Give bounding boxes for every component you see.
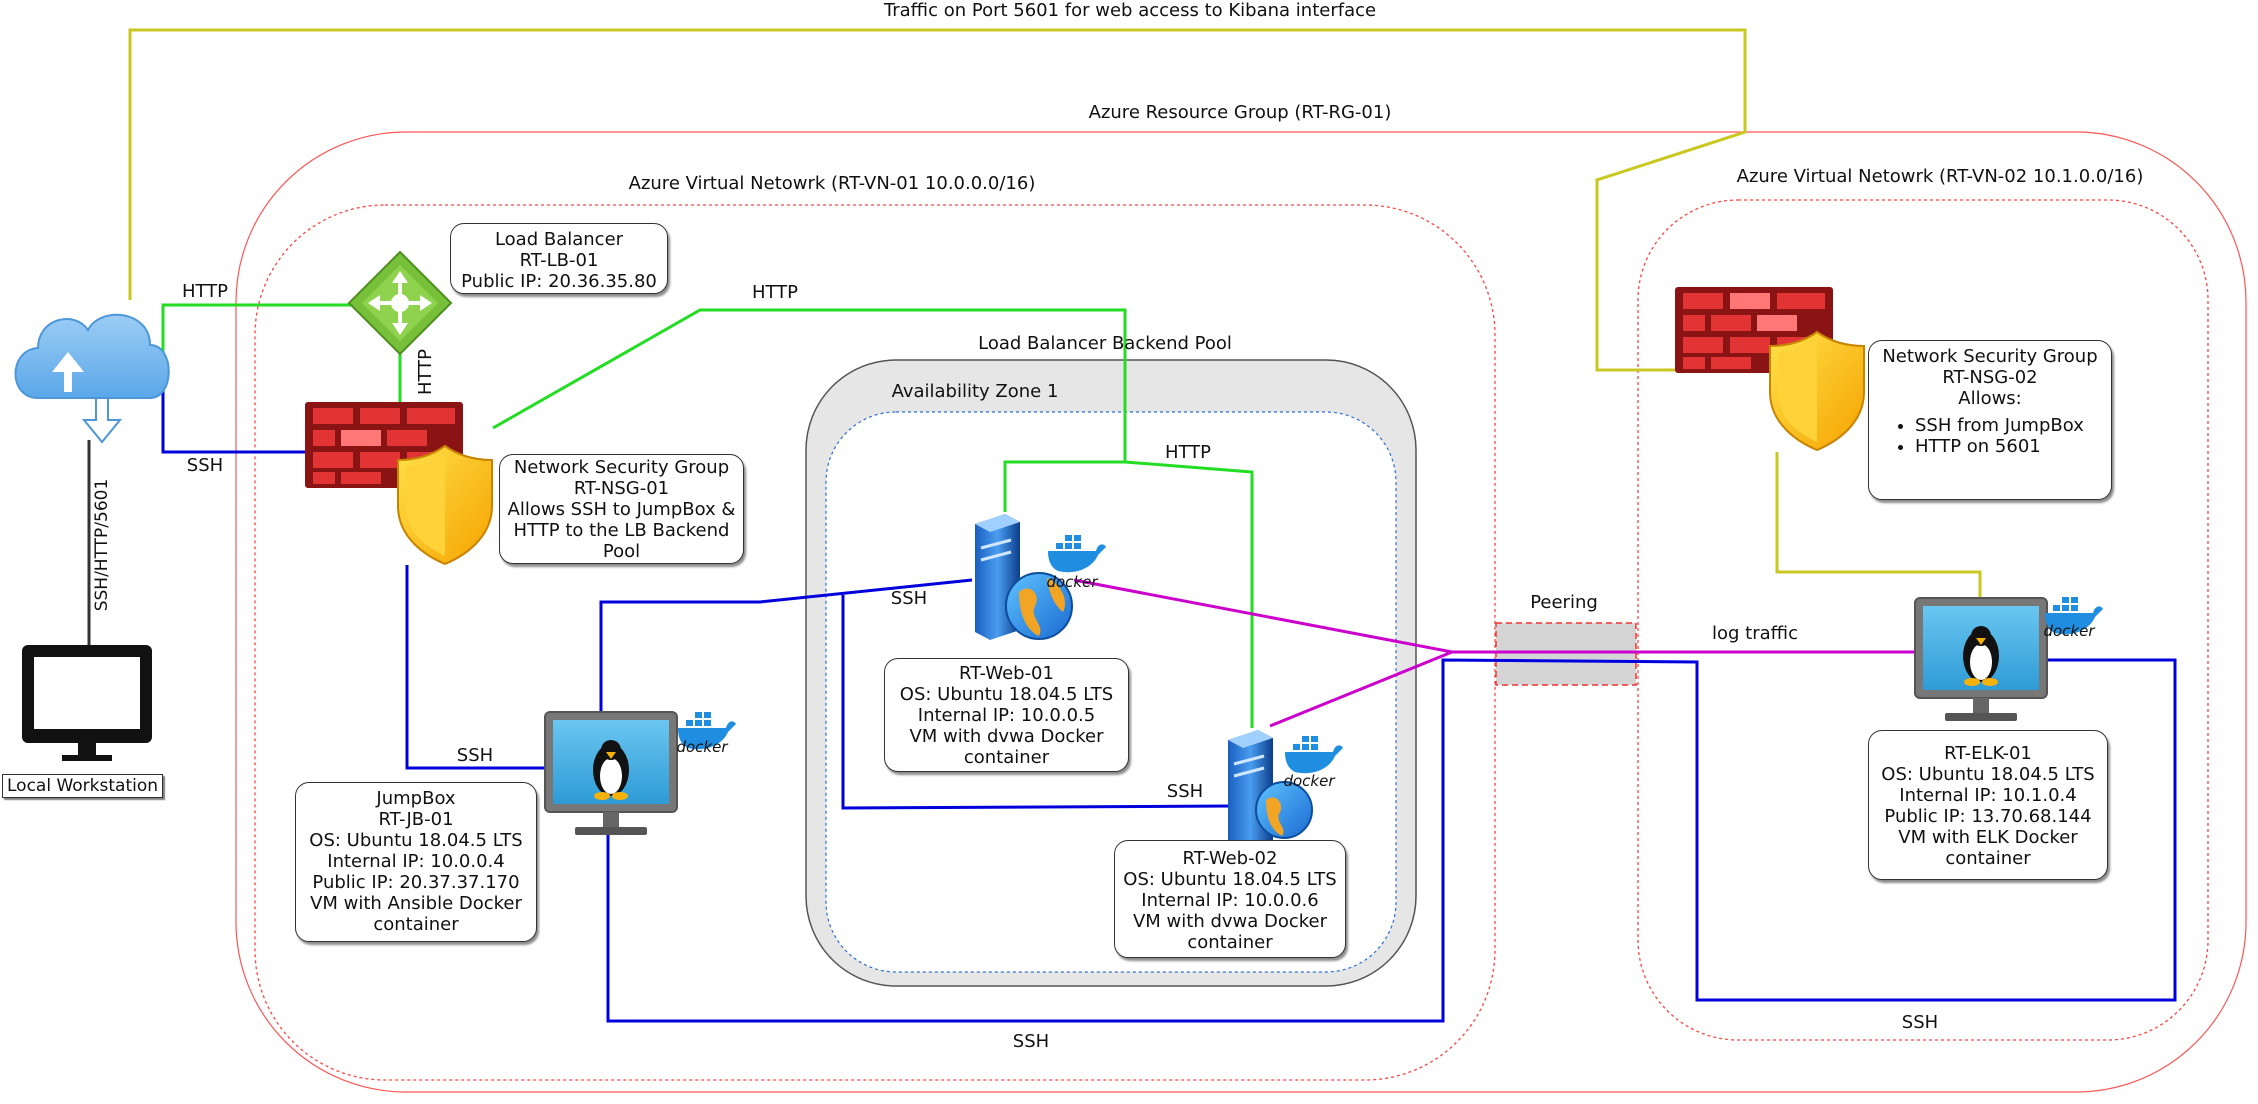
edge-label-http-cloud-lb: HTTP bbox=[182, 281, 228, 302]
vnet1-label: Azure Virtual Netowrk (RT-VN-01 10.0.0.0… bbox=[629, 173, 1036, 194]
kibana-traffic-line bbox=[128, 28, 1747, 372]
http-web2-line bbox=[1124, 460, 1254, 728]
monitor-icon-elk bbox=[1914, 597, 2048, 721]
cloud-icon bbox=[14, 313, 170, 444]
nsg2-rule: SSH from JumpBox bbox=[1915, 415, 2105, 436]
top-label: Traffic on Port 5601 for web access to K… bbox=[883, 0, 1376, 21]
docker-icon-web2: docker bbox=[1283, 736, 1343, 790]
docker-label-jumpbox: docker bbox=[676, 738, 728, 756]
server-icon-web2 bbox=[1228, 730, 1313, 856]
elk-info: RT-ELK-01 OS: Ubuntu 18.04.5 LTS Interna… bbox=[1868, 730, 2108, 880]
log-traffic-line-web2 bbox=[1269, 650, 1453, 728]
vnet2-boundary bbox=[1637, 199, 2209, 1041]
nsg2-elk-line bbox=[1775, 452, 1982, 600]
edge-label-ssh-jb-web1: SSH bbox=[891, 588, 927, 609]
ssh-cloud-nsg-line bbox=[161, 380, 305, 454]
ssh-jb-web1-line bbox=[599, 578, 973, 715]
vnet2-label: Azure Virtual Netowrk (RT-VN-02 10.1.0.0… bbox=[1737, 166, 2144, 187]
edge-label-ssh-nsg-jb: SSH bbox=[457, 745, 493, 766]
docker-icon-web1: docker bbox=[1046, 535, 1106, 591]
docker-icon-elk: docker bbox=[2043, 597, 2103, 640]
edge-label-ssh-elk: SSH bbox=[1902, 1012, 1938, 1033]
backend-pool-label: Load Balancer Backend Pool bbox=[978, 333, 1232, 354]
resource-group-boundary bbox=[235, 131, 2247, 1093]
docker-label-web2: docker bbox=[1283, 772, 1335, 790]
shield-icon-nsg1 bbox=[397, 444, 493, 566]
docker-label-elk: docker bbox=[2043, 622, 2095, 640]
workstation-label: Local Workstation bbox=[2, 774, 164, 798]
vnet1-boundary bbox=[254, 204, 1496, 1081]
availability-zone-label: Availability Zone 1 bbox=[892, 381, 1059, 402]
web2-info: RT-Web-02 OS: Ubuntu 18.04.5 LTS Interna… bbox=[1114, 840, 1346, 958]
edge-label-http-lb-nsg: HTTP bbox=[415, 349, 436, 395]
edge-label-log-traffic: log traffic bbox=[1712, 623, 1798, 644]
load-balancer-icon bbox=[347, 250, 453, 356]
jumpbox-info: JumpBox RT-JB-01 OS: Ubuntu 18.04.5 LTS … bbox=[295, 782, 537, 942]
nsg2-rule: HTTP on 5601 bbox=[1915, 436, 2105, 457]
peering-label: Peering bbox=[1530, 592, 1598, 613]
http-cloud-lb-line bbox=[161, 303, 352, 380]
load-balancer-info: Load Balancer RT-LB-01 Public IP: 20.36.… bbox=[450, 223, 668, 294]
nsg1-info: Network Security Group RT-NSG-01 Allows … bbox=[499, 454, 744, 564]
resource-group-label: Azure Resource Group (RT-RG-01) bbox=[1089, 102, 1392, 123]
edge-label-http-nsg-web: HTTP bbox=[752, 282, 798, 303]
monitor-icon-jumpbox bbox=[544, 711, 678, 835]
ssh-jb-web2-line bbox=[841, 595, 1233, 810]
shield-icon-nsg2 bbox=[1769, 330, 1865, 452]
ssh-nsg-jb-line bbox=[405, 565, 545, 770]
docker-icon-jumpbox: docker bbox=[676, 712, 736, 756]
web1-info: RT-Web-01 OS: Ubuntu 18.04.5 LTS Interna… bbox=[884, 658, 1129, 772]
peering-box bbox=[1495, 622, 1637, 686]
edge-label-ssh-cloud-nsg: SSH bbox=[187, 455, 223, 476]
ssh-jb-elk-line bbox=[606, 658, 2177, 1023]
http-nsg-web-line bbox=[492, 308, 1127, 512]
edge-label-ssh-jb-web2: SSH bbox=[1167, 781, 1203, 802]
server-icon-web1 bbox=[975, 514, 1073, 640]
edge-label-ssh-bottom: SSH bbox=[1013, 1031, 1049, 1052]
edge-label-ssh-http-5601: SSH/HTTP/5601 bbox=[92, 479, 112, 612]
nsg2-info: Network Security Group RT-NSG-02 Allows:… bbox=[1868, 340, 2112, 500]
docker-label-web1: docker bbox=[1046, 573, 1098, 591]
workstation-monitor-icon bbox=[22, 645, 152, 761]
edge-label-http-web1-web2: HTTP bbox=[1165, 442, 1211, 463]
